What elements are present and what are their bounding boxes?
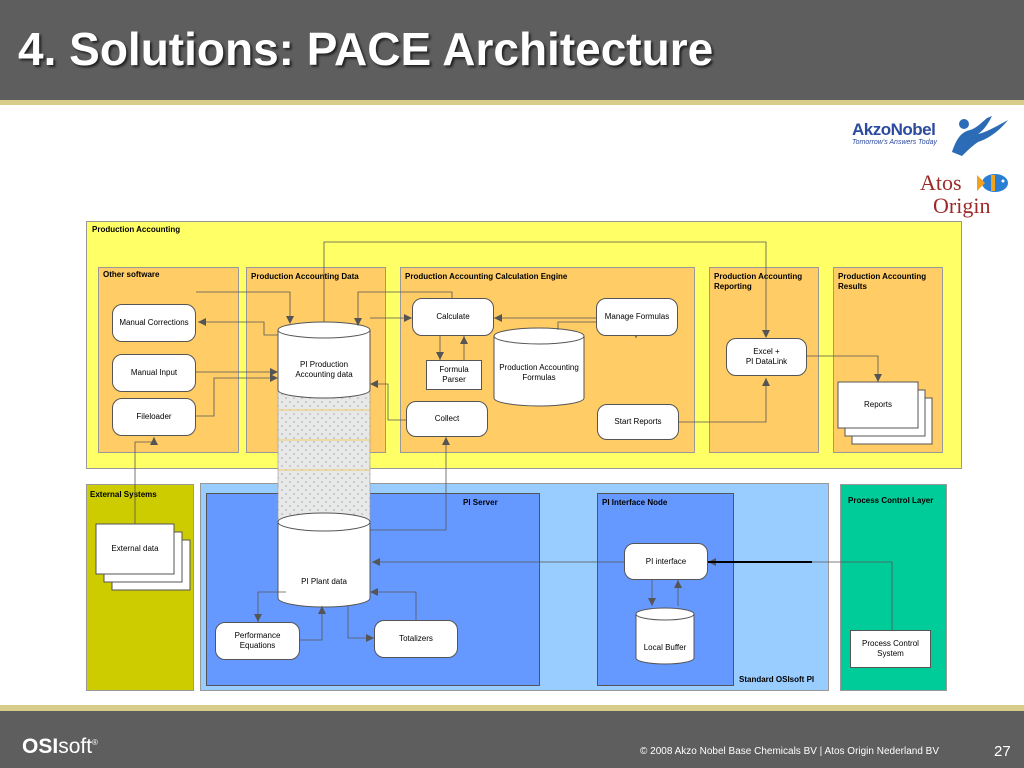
node-manual-input: Manual Input: [112, 354, 196, 392]
node-production-accounting-formulas: Production Accounting Formulas: [499, 363, 579, 382]
osisoft-logo-mark: ®: [92, 738, 98, 747]
node-totalizers: Totalizers: [374, 620, 458, 658]
region-pa-data-label: Production Accounting Data: [251, 272, 359, 281]
node-external-data: External data: [111, 544, 159, 553]
node-process-control-system: Process Control System: [850, 630, 931, 668]
region-pa-reporting-label: Production Accounting Reporting: [714, 272, 803, 291]
atos-fish-icon: [977, 174, 1008, 192]
node-start-reports: Start Reports: [597, 404, 679, 440]
node-calculate: Calculate: [412, 298, 494, 336]
node-performance-equations: Performance Equations: [215, 622, 300, 660]
slide-title: 4. Solutions: PACE Architecture: [18, 23, 714, 75]
local-buffer-cylinder: [635, 607, 695, 665]
region-pi-interface-node-label: PI Interface Node: [602, 498, 668, 507]
node-pi-production-accounting-data: PI Production Accounting data: [295, 360, 353, 379]
osisoft-logo: OSIsoft®: [22, 735, 98, 759]
atos-logo-line1: Atos: [920, 170, 962, 195]
pi-plant-data-cylinder: [277, 512, 371, 608]
node-pi-plant-data: PI Plant data: [301, 577, 347, 586]
osisoft-logo-bold: OSI: [22, 735, 59, 758]
node-local-buffer: Local Buffer: [643, 643, 687, 652]
akzonobel-logo-name: AkzoNobel: [852, 120, 936, 139]
node-fileloader: Fileloader: [112, 398, 196, 436]
osisoft-logo-light: soft: [58, 735, 93, 758]
region-standard-osisoft-pi-label: Standard OSIsoft PI: [739, 675, 815, 684]
pa-formulas-cylinder: [493, 327, 585, 407]
page-number: 27: [994, 743, 1011, 760]
region-production-accounting-label: Production Accounting: [92, 225, 181, 234]
node-excel-pi-datalink-line2: PI DataLink: [745, 357, 788, 366]
node-excel-pi-datalink: Excel + PI DataLink: [726, 338, 807, 376]
atos-logo-line2: Origin: [933, 193, 991, 218]
region-pi-server-label: PI Server: [463, 498, 498, 507]
node-formula-parser: Formula Parser: [426, 360, 482, 390]
region-pa-calc-engine-label: Production Accounting Calculation Engine: [405, 272, 568, 281]
akzonobel-logo-tagline: Tomorrow's Answers Today: [852, 139, 937, 146]
region-other-software-label: Other software: [103, 270, 160, 279]
region-external-systems-label: External Systems: [90, 490, 157, 499]
pi-production-accounting-data-cylinder: [277, 321, 371, 399]
region-process-control-layer-label: Process Control Layer: [848, 496, 934, 505]
region-pa-results-label: Production Accounting Results: [838, 272, 927, 291]
slide-header: [0, 0, 1024, 100]
node-pi-interface: PI interface: [624, 543, 708, 580]
akzonobel-logo: AkzoNobel Tomorrow's Answers Today: [852, 120, 942, 146]
pi-archive-column: [277, 384, 371, 529]
copyright-notice: © 2008 Akzo Nobel Base Chemicals BV | At…: [640, 746, 940, 757]
node-reports: Reports: [863, 400, 892, 409]
footer-divider: [0, 705, 1024, 711]
node-manage-formulas: Manage Formulas: [596, 298, 678, 336]
header-divider: [0, 100, 1024, 105]
node-excel-pi-datalink-line1: Excel +: [753, 347, 780, 356]
akzonobel-figure-icon: [952, 116, 1008, 156]
slide-footer: [0, 711, 1024, 768]
node-manual-corrections: Manual Corrections: [112, 304, 196, 342]
node-collect: Collect: [406, 401, 488, 437]
